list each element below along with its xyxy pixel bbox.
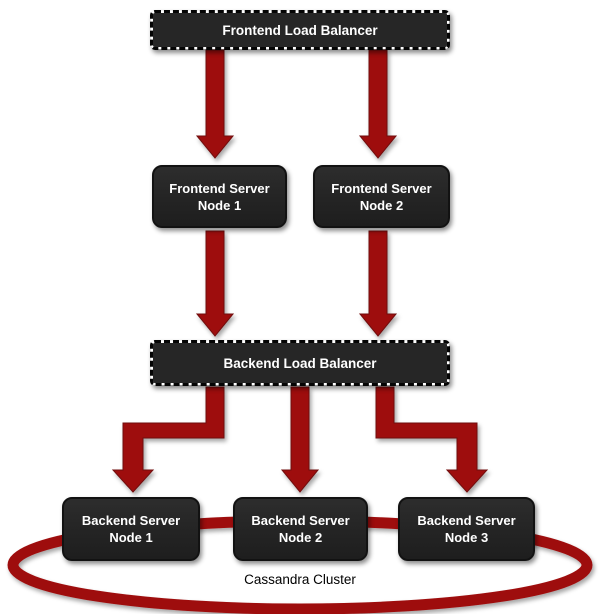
cassandra-cluster-label: Cassandra Cluster	[244, 572, 356, 587]
node-label: Frontend Load Balancer	[222, 22, 378, 38]
node-frontend-load-balancer: Frontend Load Balancer	[150, 10, 450, 50]
node-frontend-server-2: Frontend Server Node 2	[313, 165, 450, 228]
arrow-backend-lb-to-be-node3	[375, 386, 489, 493]
node-label: Backend Load Balancer	[223, 355, 377, 371]
node-label-line1: Backend Server	[81, 513, 181, 528]
node-label-line1: Backend Server	[251, 513, 350, 528]
node-backend-server-1: Backend Server Node 1	[62, 497, 200, 561]
node-label-line2: Node 1	[109, 530, 153, 545]
arrow-backend-lb-to-be-node1	[111, 386, 225, 493]
node-label-line2: Node 1	[197, 197, 242, 213]
arrow-fe-node1-to-backend-lb	[195, 230, 235, 337]
node-frontend-server-1: Frontend Server Node 1	[152, 165, 287, 228]
arrow-frontend-lb-to-fe-node1	[195, 49, 235, 159]
arrow-backend-lb-to-be-node2	[280, 386, 320, 493]
node-backend-server-3: Backend Server Node 3	[398, 497, 535, 561]
node-label-line2: Node 3	[444, 530, 489, 545]
node-backend-server-2: Backend Server Node 2	[233, 497, 368, 561]
node-label-line2: Node 2	[359, 197, 404, 213]
arrow-frontend-lb-to-fe-node2	[358, 49, 398, 159]
node-label-line1: Frontend Server	[169, 180, 270, 196]
node-label-line1: Backend Server	[417, 513, 516, 528]
node-backend-load-balancer: Backend Load Balancer	[150, 340, 450, 386]
node-label-line1: Frontend Server	[331, 180, 432, 196]
node-label-line2: Node 2	[278, 530, 323, 545]
arrow-fe-node2-to-backend-lb	[358, 230, 398, 337]
